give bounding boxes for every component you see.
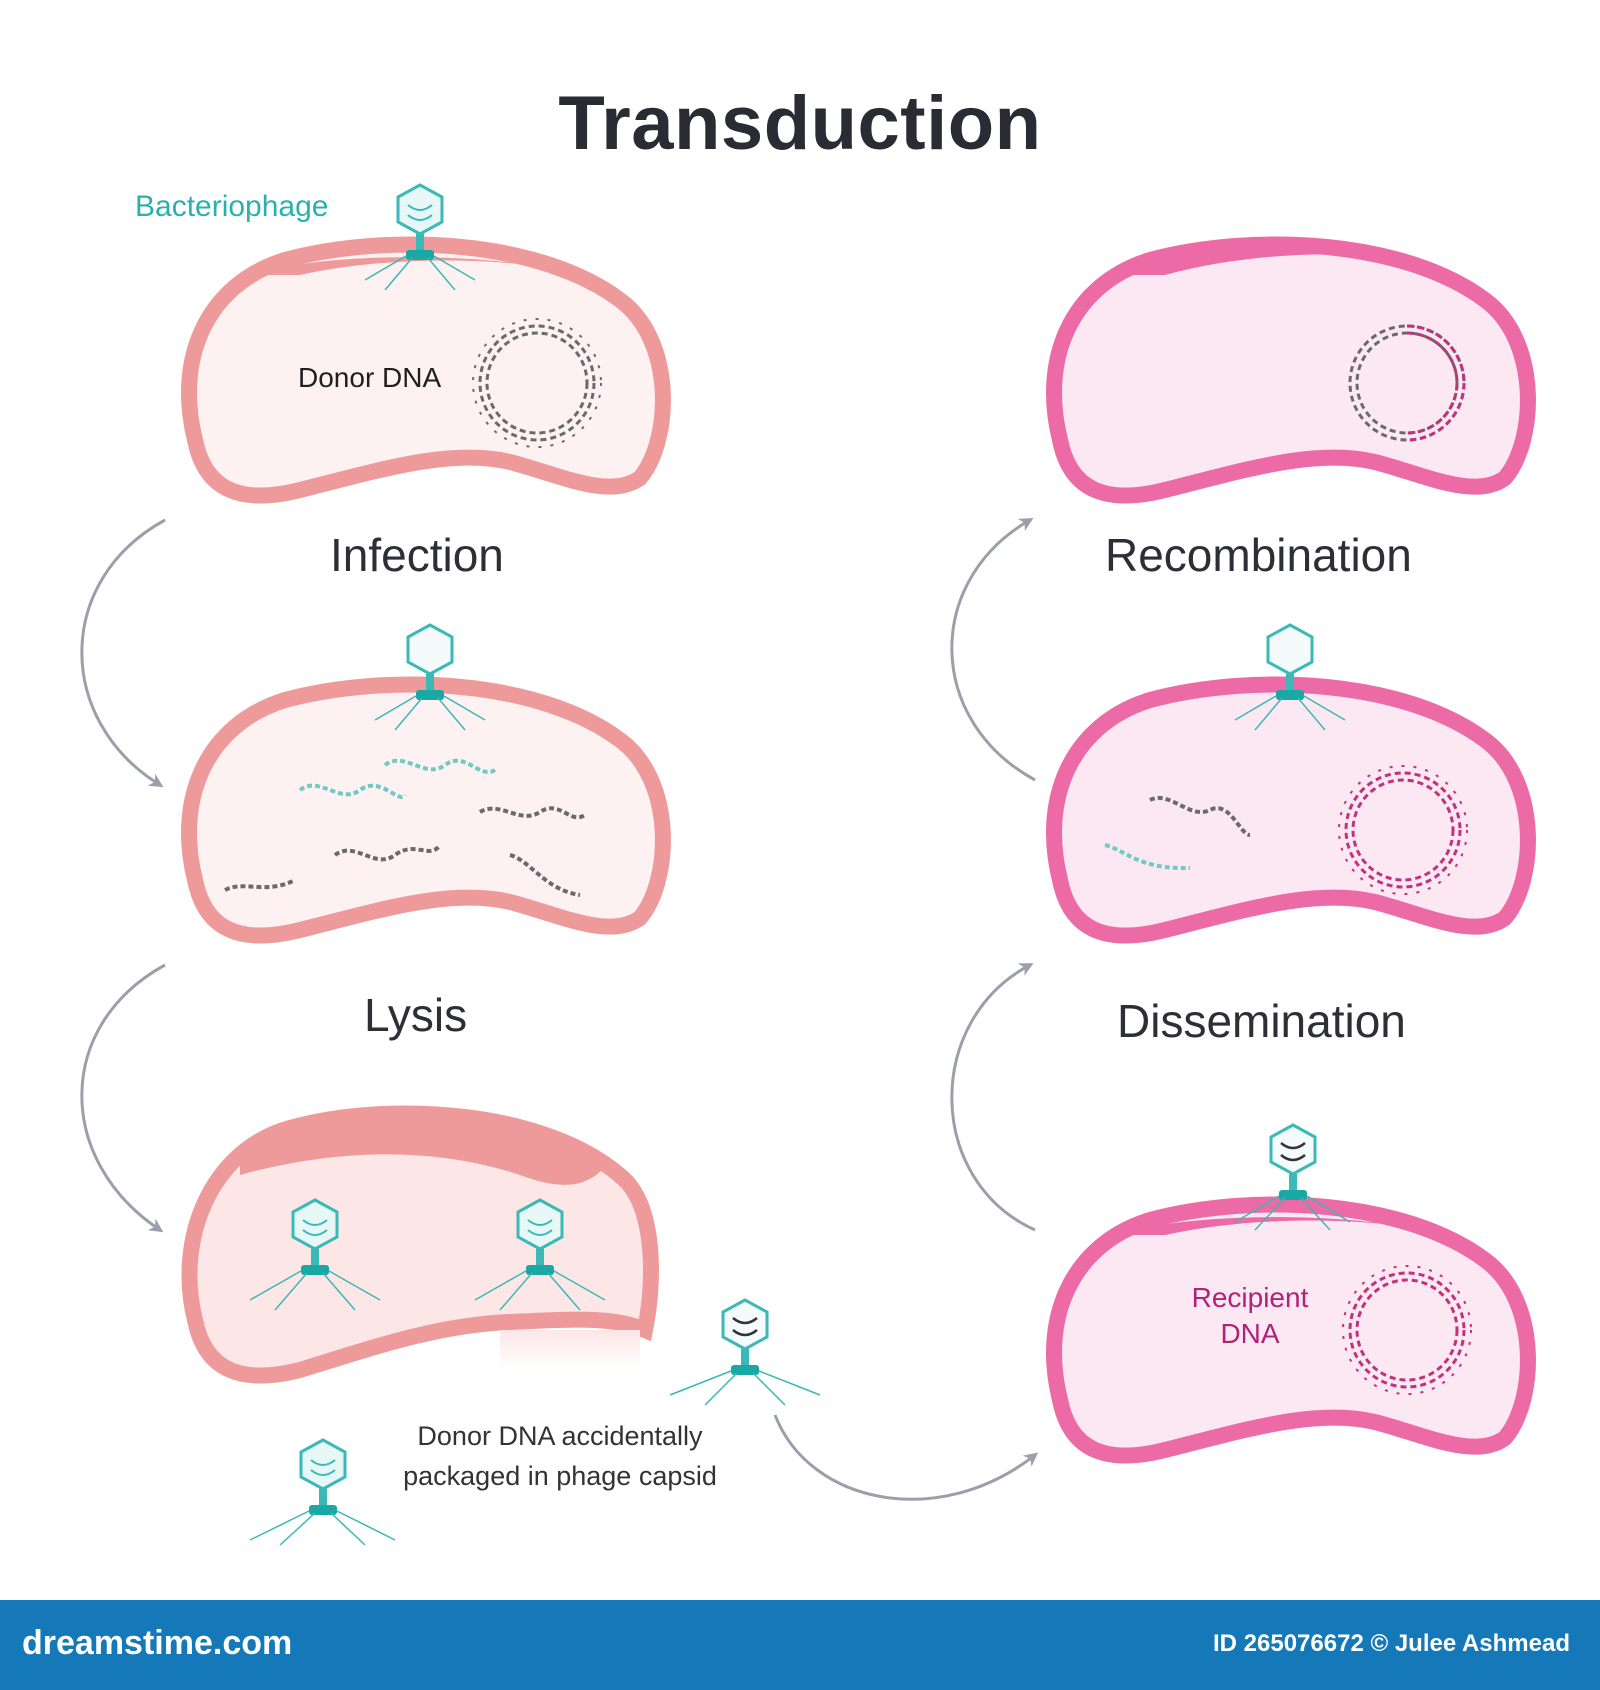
injected-dna-fragments [1104, 796, 1251, 871]
capsid-caption-line1: Donor DNA accidentally [417, 1421, 703, 1451]
footer-credit: ID 265076672 © Julee Ashmead [1213, 1630, 1570, 1657]
bacteriophage-infection [364, 183, 476, 291]
bacteriophage-label: Bacteriophage [135, 190, 329, 223]
phage-dna-fragments [224, 758, 587, 897]
recipient-cell-recombination [1046, 676, 1536, 944]
donor-dna-plasmid [472, 318, 602, 448]
donor-cell-burst [181, 1105, 659, 1384]
stage-infection: Infection [330, 529, 504, 581]
arrow-to-recipient [773, 1414, 1039, 1501]
bacteriophage-lysis [374, 623, 486, 731]
stage-recombination: Recombination [1105, 529, 1412, 581]
released-phage-with-donor-dna [669, 1298, 821, 1406]
diagram-title: Transduction [558, 81, 1042, 166]
released-phage [249, 1438, 396, 1546]
recipient-dna-plasmid [1342, 1265, 1472, 1395]
stage-dissemination: Dissemination [1117, 995, 1406, 1047]
bacteriophage-recombination [1234, 623, 1346, 731]
recipient-dna-label-line2: DNA [1220, 1318, 1280, 1349]
bacteriophage-dissemination [1234, 1123, 1351, 1231]
recipient-plasmid-middle [1338, 765, 1468, 895]
phages-inside-burst-cell [249, 1198, 606, 1311]
arrow-dissemination [950, 963, 1036, 1232]
recombinant-plasmid [1348, 324, 1466, 442]
recipient-dna-label-line1: Recipient [1191, 1282, 1309, 1313]
capsid-caption: Donor DNA accidentally packaged in phage… [360, 1416, 760, 1496]
recipient-cell-final [1046, 236, 1536, 504]
watermark-footer: dreamstime.com ID 265076672 © Julee Ashm… [0, 1600, 1600, 1690]
footer-site: dreamstime.com [22, 1624, 293, 1662]
donor-dna-label: Donor DNA [298, 362, 442, 393]
diagram-graphics [80, 183, 1536, 1546]
recipient-cell-dissemination [1046, 1196, 1536, 1464]
arrow-recombination [950, 518, 1036, 782]
donor-cell-lysis [181, 676, 671, 944]
stage-lysis: Lysis [364, 989, 468, 1041]
capsid-caption-line2: packaged in phage capsid [403, 1461, 717, 1491]
arrow-lysis-to-release [80, 963, 166, 1233]
recipient-dna-label: Recipient DNA [1185, 1280, 1315, 1352]
arrow-infection-to-lysis [80, 518, 166, 788]
